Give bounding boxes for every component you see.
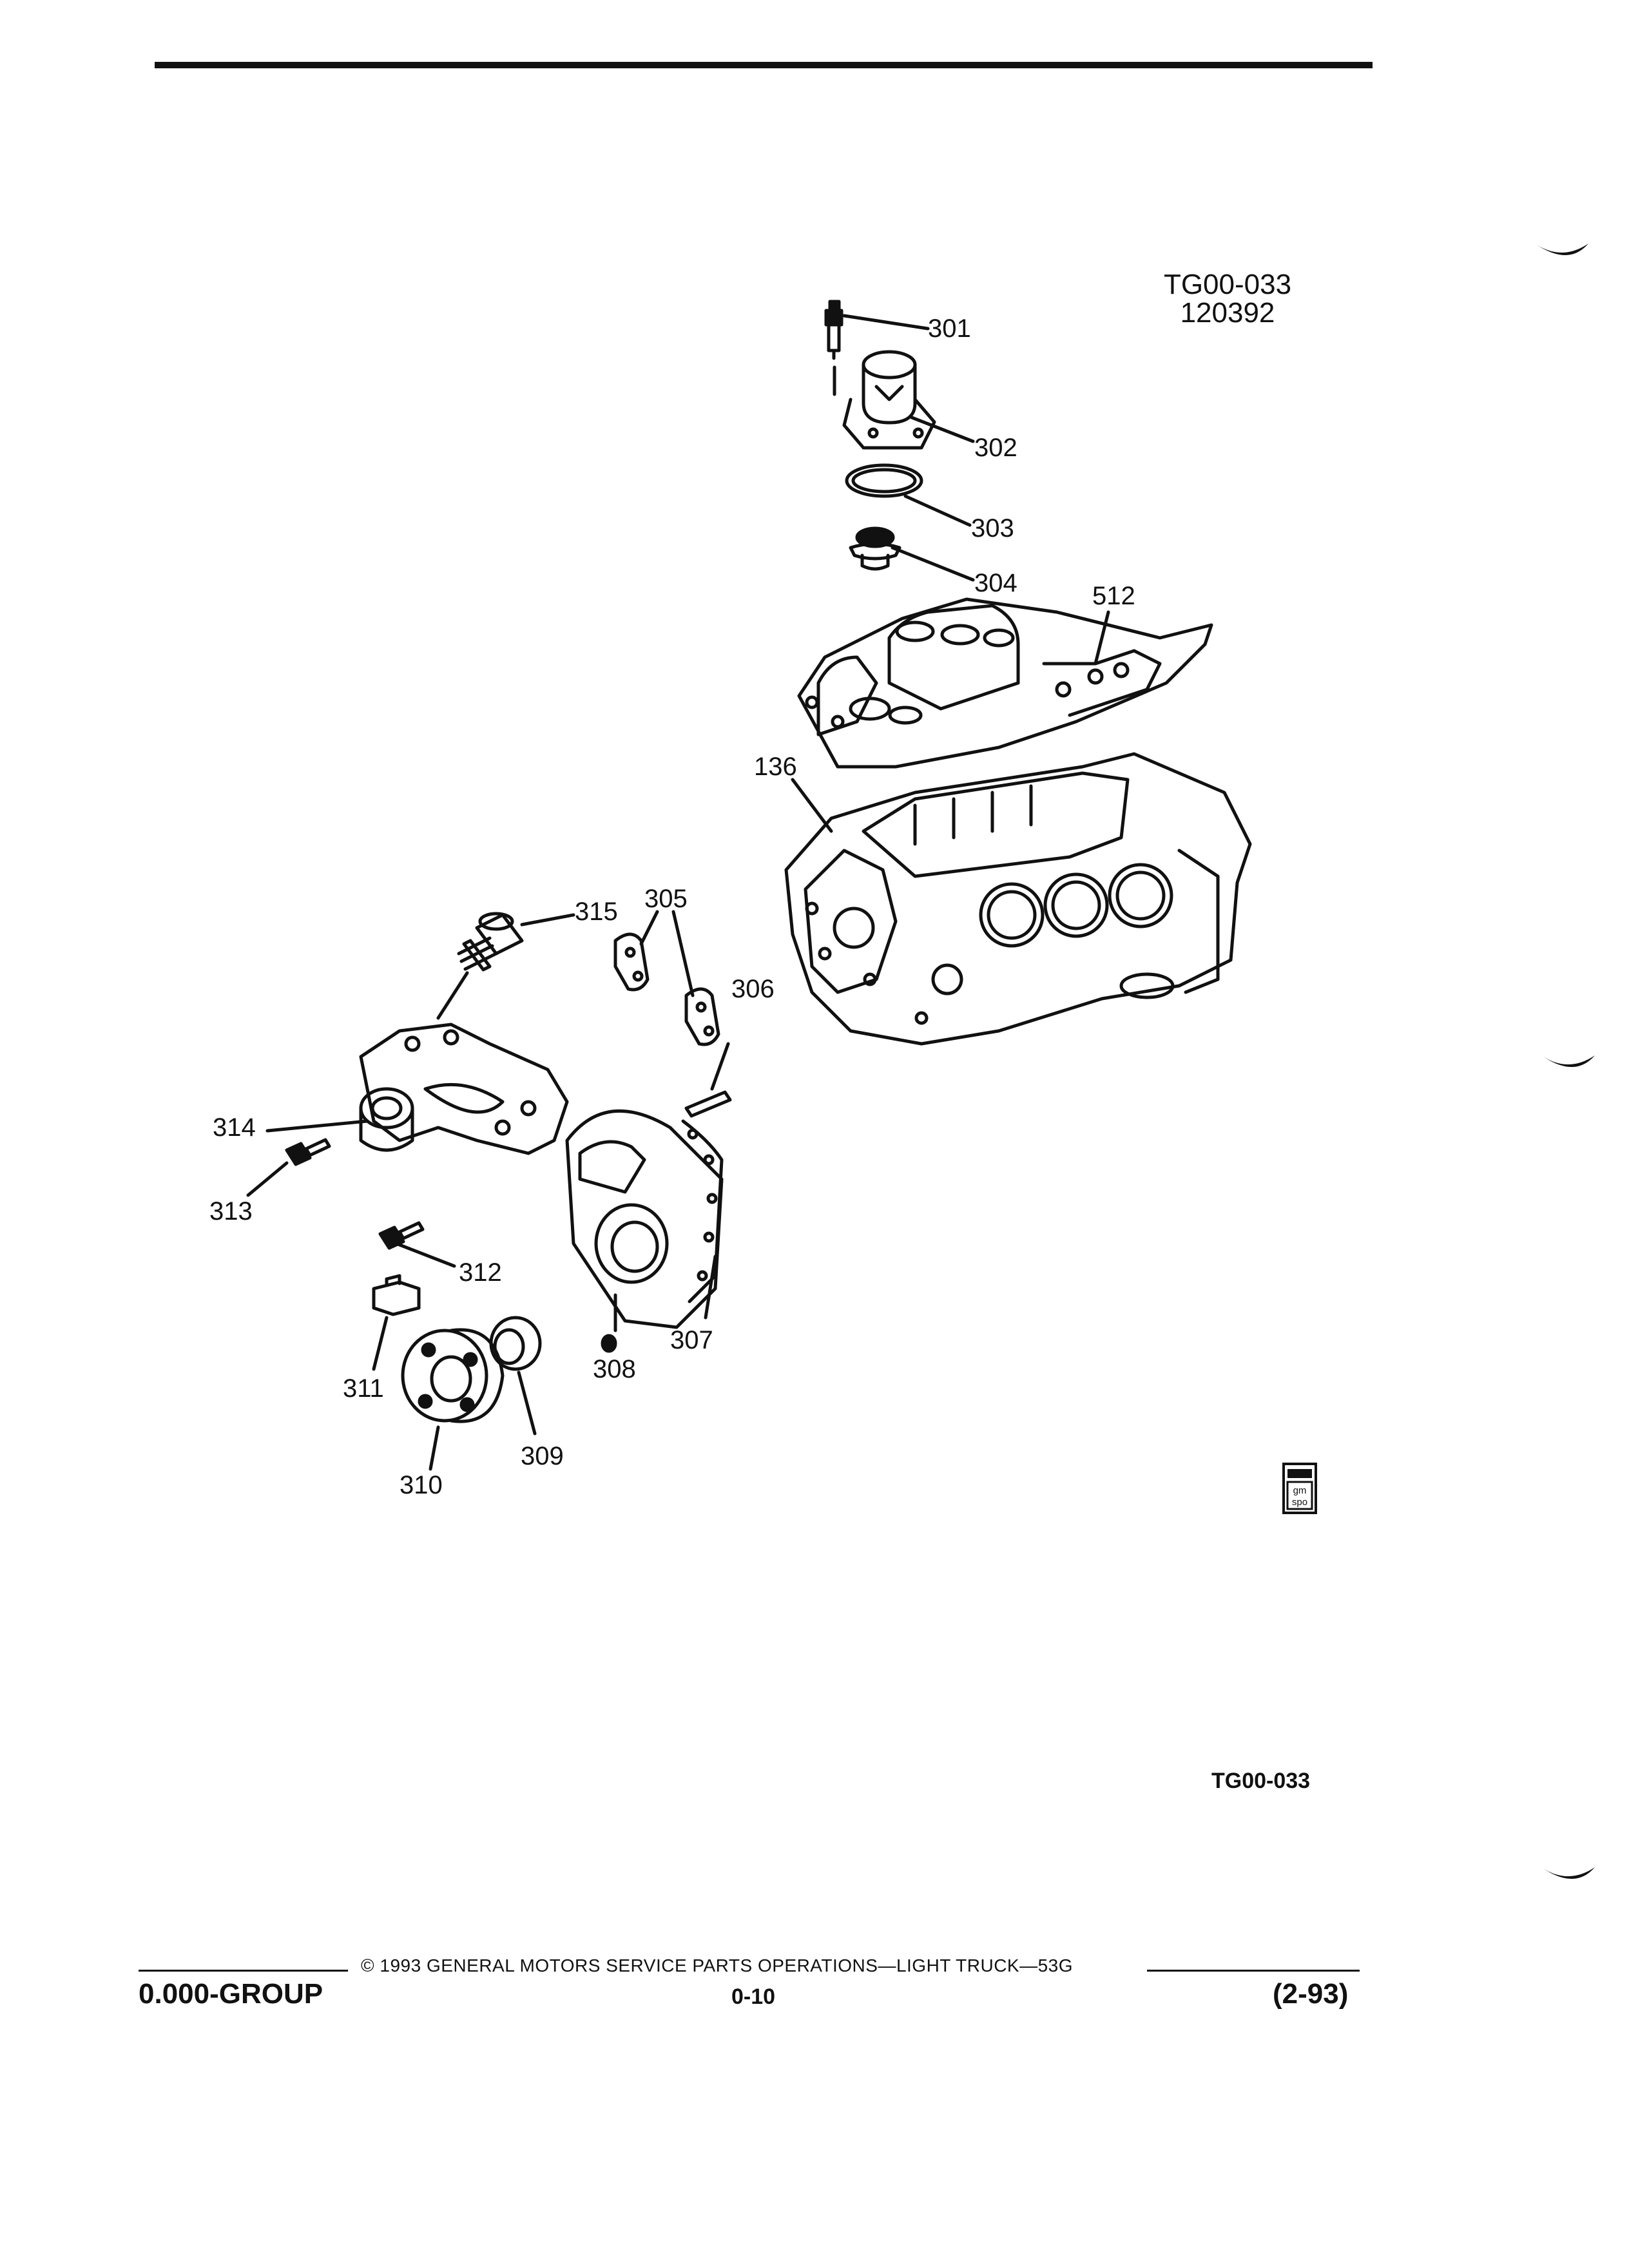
leader-301 <box>842 314 930 331</box>
part-301-sensor <box>824 300 843 360</box>
leader-302 <box>910 416 975 443</box>
part-315-fitting <box>457 912 524 972</box>
leader-307 <box>704 1254 717 1320</box>
part-308-plug <box>601 1334 617 1353</box>
figure-code: TG00-033 <box>1163 269 1292 300</box>
part-310-balancer <box>401 1328 505 1423</box>
leader-312 <box>394 1242 456 1268</box>
diagram-code: TG00-033 <box>1211 1769 1311 1793</box>
leader-311 <box>372 1316 389 1371</box>
gmspo-logo: gm spo <box>1282 1463 1317 1514</box>
footer-group: 0.000-GROUP <box>139 1978 323 2010</box>
leader-136 <box>791 778 833 833</box>
callout-314: 314 <box>213 1113 256 1142</box>
part-314-water-pump <box>359 1023 569 1155</box>
figure-date-code: 120392 <box>1180 297 1275 329</box>
footer-rule-left <box>139 1970 348 1972</box>
callout-307: 307 <box>670 1326 713 1354</box>
leader-310 <box>429 1425 440 1471</box>
leader-303 <box>903 494 972 527</box>
part-306-pin <box>684 1090 732 1118</box>
leader-305a <box>639 910 659 946</box>
part-309-seal <box>489 1316 542 1371</box>
part-313-bolt <box>285 1138 331 1166</box>
callout-311: 311 <box>343 1374 384 1403</box>
gmspo-logo-top-text: gm <box>1293 1485 1307 1496</box>
part-303-gasket <box>845 463 923 498</box>
footer-copyright: © 1993 GENERAL MOTORS SERVICE PARTS OPER… <box>361 1956 1074 1975</box>
part-136-block <box>784 752 1252 1046</box>
callout-308: 308 <box>593 1355 636 1383</box>
part-307-timing-cover <box>565 1109 724 1329</box>
leader-304 <box>891 546 975 582</box>
binding-marks <box>1537 244 1595 1879</box>
leader-314 <box>265 1119 369 1133</box>
callout-306: 306 <box>731 975 775 1003</box>
callout-305: 305 <box>644 885 688 913</box>
callout-136: 136 <box>754 753 797 781</box>
footer-rule-right <box>1147 1970 1360 1972</box>
callout-315: 315 <box>575 898 618 926</box>
leader-315b <box>436 971 469 1020</box>
gmspo-logo-bottom-text: spo <box>1292 1497 1307 1508</box>
callout-302: 302 <box>974 434 1017 462</box>
part-305-gaskets <box>613 932 720 1046</box>
callout-303: 303 <box>971 514 1014 543</box>
callout-312: 312 <box>459 1258 502 1287</box>
gmspo-logo-icon: gm spo <box>1282 1463 1317 1514</box>
callout-304: 304 <box>974 569 1017 597</box>
callout-310: 310 <box>400 1471 443 1499</box>
part-512-manifold <box>797 597 1213 769</box>
part-302-housing <box>833 350 936 450</box>
footer-date-code: (2-93) <box>1273 1978 1349 2010</box>
leader-306 <box>710 1042 730 1091</box>
callout-512: 512 <box>1092 582 1135 610</box>
part-311-clip <box>372 1274 421 1316</box>
footer-page-number: 0-10 <box>731 1984 776 2009</box>
leader-315 <box>520 913 575 927</box>
leader-512 <box>1094 610 1110 666</box>
leader-305b <box>671 910 695 997</box>
top-rule <box>155 62 1373 68</box>
part-304-thermostat <box>849 526 901 571</box>
leader-313 <box>246 1161 289 1197</box>
callout-309: 309 <box>521 1442 564 1470</box>
figure-code-block: TG00-033 120392 <box>1134 271 1321 327</box>
callout-313: 313 <box>209 1197 253 1225</box>
callout-301: 301 <box>928 314 971 343</box>
leader-309 <box>517 1370 537 1436</box>
